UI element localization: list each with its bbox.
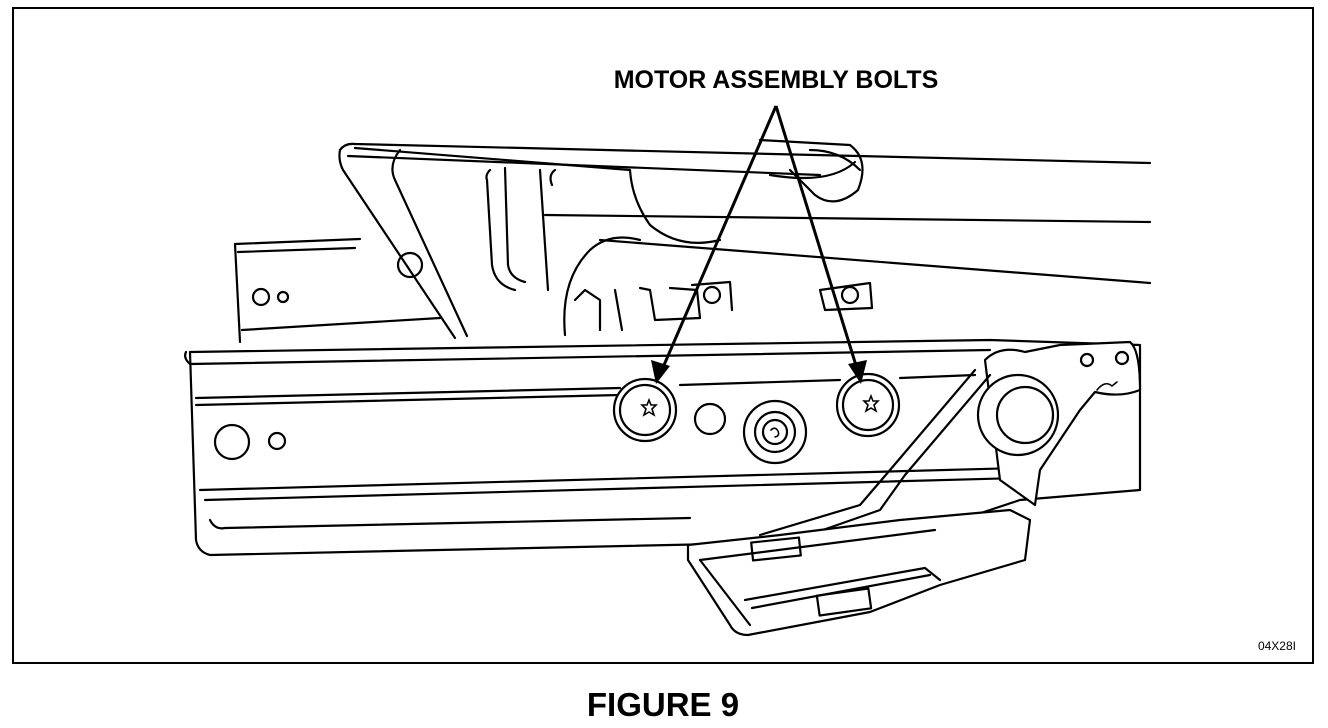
arrowhead-left <box>651 360 670 384</box>
reference-code: 04X28I <box>1258 639 1296 653</box>
foot-bracket <box>686 508 1032 637</box>
back-plate <box>233 237 442 344</box>
figure-caption: FIGURE 9 <box>587 686 739 723</box>
callout-label: MOTOR ASSEMBLY BOLTS <box>614 66 939 94</box>
seat-bracket <box>338 146 722 340</box>
pivot-bracket <box>758 340 1142 547</box>
front-rail <box>184 338 1142 557</box>
arrowhead-right <box>848 360 867 384</box>
torx-bolt-icon <box>612 377 678 443</box>
bushing-icon <box>742 399 808 465</box>
figure-border <box>12 7 1314 664</box>
callout-arrows <box>651 105 867 384</box>
motor-housing <box>563 138 874 337</box>
rear-rail <box>338 142 1152 285</box>
torx-bolt-icon <box>835 372 901 438</box>
